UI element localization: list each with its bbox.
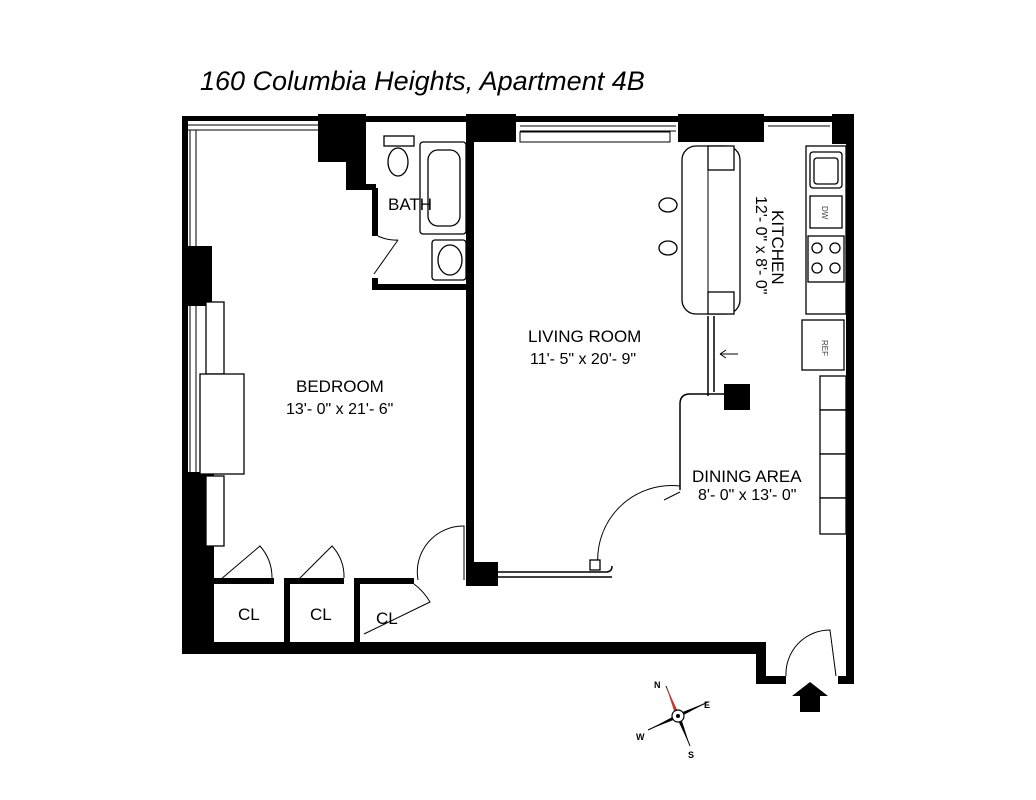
top-wall-mid [366,116,516,122]
toilet-tank [383,135,415,147]
compass-s: S [688,750,694,760]
doors [219,235,837,677]
bath-wall-left-upper [372,188,378,236]
top-wall-window [516,116,681,122]
stool-2 [658,240,678,256]
dishwasher-label: DW [820,206,829,220]
closet1-top [214,578,274,584]
compass-icon: N E S W [636,680,710,760]
dishwasher [809,195,843,229]
refrigerator-label: REF [820,340,829,356]
top-wall-left [182,116,320,121]
closet-door-1 [219,545,273,581]
closet2-top [290,578,344,584]
closet-divider-2 [354,578,360,646]
living-room-label: LIVING ROOM [528,327,641,346]
column-top-left [318,114,366,162]
radiator-mid [199,373,245,475]
windows [188,124,830,547]
wall-bedroom-living [466,136,474,576]
right-wall [846,114,854,684]
left-wall-top [182,116,188,248]
bottom-wall [182,642,762,654]
column-top-right [678,114,764,142]
refrigerator [801,319,845,371]
plan-title: 160 Columbia Heights, Apartment 4B [200,66,645,96]
half-wall-bottom [498,565,613,573]
top-wall-right [764,116,834,122]
column-top-mid [466,114,516,142]
closet-divider-1 [284,578,290,646]
column-dining [724,384,750,410]
bath-label: BATH [388,195,432,214]
closet-door-2 [297,545,345,581]
bath-wall-bottom [372,284,472,290]
direction-arrow [719,349,738,359]
stool-1 [658,197,678,213]
compass-n: N [654,680,661,690]
kitchen-island [681,145,741,315]
bedroom-label: BEDROOM [296,377,384,396]
dining-area-label: DINING AREA [692,467,802,486]
column-living-bottom [466,562,498,586]
closet-1-label: CL [238,605,260,624]
kitchen: DW REF KITCHEN 12'- 0" x 8'- 0" [658,145,847,371]
bath-fixtures: BATH [383,135,467,281]
closet3-top [354,578,414,584]
entry-arrow-icon [792,682,828,712]
interior-walls [214,136,750,646]
compass-w: W [636,732,645,742]
dining-door-arc [597,485,681,567]
bedroom-door [416,525,465,581]
closet-door-3 [363,583,431,635]
stove [807,235,845,283]
column-left-upper [182,246,212,306]
left-wall-mid [182,304,188,474]
closet-3-label: CL [376,609,398,628]
bath-door [373,235,399,275]
entry-wall-left [756,642,766,684]
bath-jog [346,160,366,188]
compass-e: E [704,700,710,710]
kitchen-label: KITCHEN [768,210,787,285]
entry-door [785,629,837,677]
dining-cabinets [819,375,847,535]
kitchen-dims: 12'- 0" x 8'- 0" [752,196,769,294]
exterior-walls [182,114,854,684]
living-room-dims: 11'- 5" x 20'- 9" [530,351,636,368]
entry-sill-right [838,676,854,684]
bath-jog-bottom [346,184,376,190]
radiator-lower [205,475,225,547]
half-wall-top [679,393,724,490]
bedroom-dims: 13'- 0" x 21'- 6" [286,401,393,418]
entry-sill-left [756,676,786,684]
toilet-bowl [387,147,409,177]
closet-2-label: CL [310,605,332,624]
dining-area-dims: 8'- 0" x 13'- 0" [698,487,796,504]
radiator-upper [205,301,225,375]
